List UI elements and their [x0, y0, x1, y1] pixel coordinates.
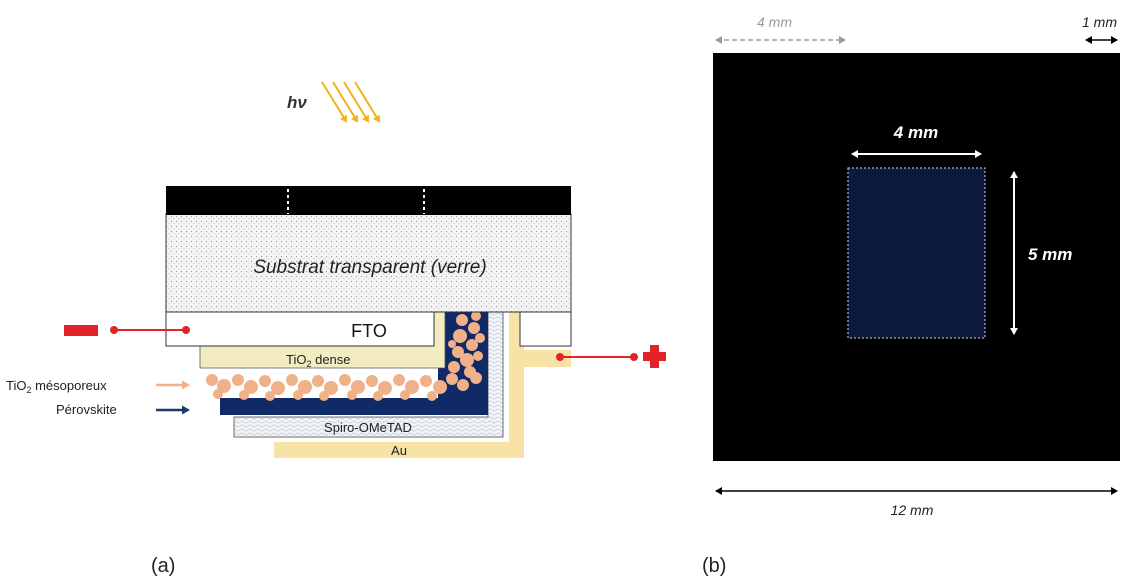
legend-mesoporous-label: TiO2 mésoporeux: [6, 378, 107, 395]
fto-layer: [165, 311, 435, 347]
au-label: Au: [391, 443, 407, 458]
au-contact: [509, 312, 571, 367]
caption-a: (a): [151, 555, 175, 577]
dim-inner-width-label: 4 mm: [893, 123, 938, 142]
glass-top-layer: [166, 186, 571, 215]
au-layer: [274, 312, 524, 458]
substrate-label: Substrat transparent (verre): [253, 257, 486, 278]
tio2-dense-label: TiO2 dense: [286, 352, 351, 369]
legend-perovskite-label: Pérovskite: [56, 402, 117, 417]
panel-a: hν Spiro-OMeTAD Au TiO2 dense: [6, 81, 666, 577]
glass-substrate: [165, 213, 572, 313]
dim-top-right-label: 1 mm: [1082, 14, 1117, 30]
spiro-label: Spiro-OMeTAD: [324, 420, 412, 435]
dim-bottom-label: 12 mm: [891, 502, 934, 518]
positive-contact-dot: [556, 353, 564, 361]
plus-sign-icon: [643, 345, 666, 368]
hv-label: hν: [287, 93, 307, 112]
positive-terminal-dot: [630, 353, 638, 361]
light-rays-icon: [321, 81, 381, 123]
active-area: [847, 167, 986, 339]
dim-top-left-label: 4 mm: [757, 14, 792, 30]
dim-inner-height-label: 5 mm: [1028, 245, 1072, 264]
panel-b: 4 mm 1 mm 4 mm 5 mm 12 mm (b): [702, 14, 1120, 577]
negative-contact-dot: [182, 326, 190, 334]
fto-right-segment: [519, 311, 572, 347]
negative-terminal-dot: [110, 326, 118, 334]
caption-b: (b): [702, 555, 726, 577]
mesoporous-tio2-particles: [206, 311, 485, 401]
minus-sign-icon: [64, 325, 98, 336]
fto-label: FTO: [351, 321, 387, 341]
